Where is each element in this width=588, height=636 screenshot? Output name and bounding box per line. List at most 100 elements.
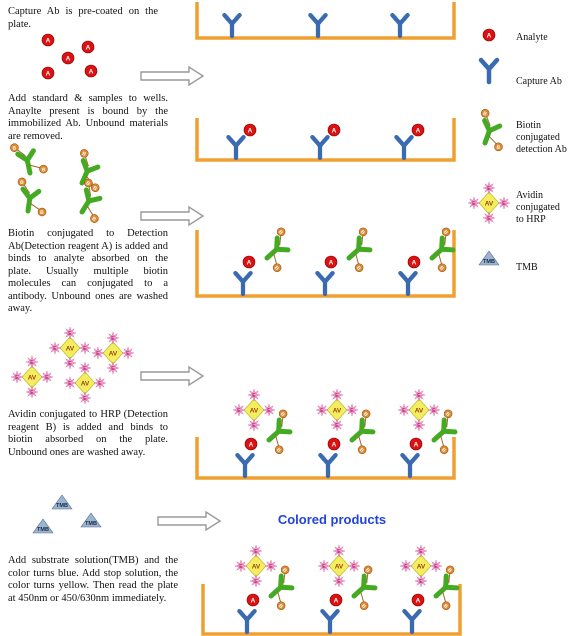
svg-text:TMB: TMB [56, 503, 68, 509]
biotin-icon: B [272, 263, 282, 272]
svg-text:E: E [252, 393, 256, 399]
capture-ab-icon [318, 452, 338, 479]
svg-text:A: A [332, 442, 337, 449]
svg-text:B: B [279, 411, 286, 418]
svg-text:A: A [249, 442, 254, 449]
capture-ab-icon [233, 270, 253, 297]
capture-ab-icon [320, 608, 340, 635]
svg-text:B: B [41, 167, 46, 174]
svg-text:E: E [337, 549, 341, 555]
arrow-step-3 [140, 205, 205, 227]
hrp-icon: E [315, 403, 329, 417]
svg-text:AV: AV [109, 351, 118, 358]
svg-text:E: E [320, 408, 324, 414]
hrp-icon: E [232, 403, 246, 417]
svg-text:B: B [446, 567, 453, 574]
analyte-icon: A [324, 255, 338, 269]
capture-ab-icon [235, 452, 255, 479]
svg-text:B: B [442, 603, 449, 610]
svg-text:E: E [487, 186, 491, 192]
svg-text:E: E [30, 390, 34, 396]
biotin-icon: B [361, 409, 371, 418]
hrp-icon: E [63, 326, 77, 340]
svg-text:E: E [402, 408, 406, 414]
plate-step-5 [201, 584, 462, 636]
hrp-icon: E [482, 181, 496, 195]
svg-text:E: E [30, 360, 34, 366]
biotin-icon: B [445, 565, 455, 574]
svg-text:B: B [91, 216, 98, 223]
hrp-icon: E [412, 388, 426, 402]
legend-detection-ab-label: Biotin [516, 120, 541, 131]
hrp-icon: E [93, 376, 107, 390]
svg-text:E: E [502, 201, 506, 207]
svg-text:A: A [247, 260, 252, 267]
hrp-icon: E [330, 388, 344, 402]
detection-ab-icon: BB [351, 565, 378, 610]
tmb-icon: TMB [32, 518, 54, 534]
capture-ab-icon [402, 608, 422, 635]
detection-ab-icon: BB [349, 409, 376, 454]
hrp-icon: E [249, 574, 263, 588]
biotin-icon: B [90, 183, 100, 192]
hrp-icon: E [399, 559, 413, 573]
hrp-icon: E [347, 559, 361, 573]
svg-text:B: B [277, 229, 284, 236]
hrp-icon: E [10, 370, 24, 384]
analyte-icon: A [327, 123, 341, 137]
hrp-icon: E [262, 403, 276, 417]
biotin-icon: B [354, 263, 364, 272]
svg-text:AV: AV [28, 375, 37, 382]
svg-text:AV: AV [333, 408, 342, 415]
biotin-icon: B [363, 565, 373, 574]
svg-text:E: E [68, 381, 72, 387]
legend-tmb-icon: TMB [478, 250, 500, 266]
biotin-icon: B [441, 601, 451, 610]
svg-text:AV: AV [485, 201, 494, 208]
detection-ab-icon: BB [79, 149, 101, 192]
hrp-icon: E [482, 211, 496, 225]
hrp-icon: E [63, 376, 77, 390]
biotin-icon: B [443, 409, 453, 418]
legend-analyte-icon: A [482, 28, 496, 42]
svg-text:B: B [360, 603, 367, 610]
svg-text:A: A [412, 260, 417, 267]
svg-text:E: E [434, 564, 438, 570]
biotin-icon: B [90, 214, 99, 223]
detection-ab-icon: BB [268, 565, 295, 610]
legend-detection-ab-icon: BB [480, 109, 503, 151]
svg-text:E: E [417, 423, 421, 429]
biotin-icon: B [84, 178, 93, 188]
svg-text:E: E [419, 579, 423, 585]
svg-text:E: E [267, 408, 271, 414]
biotin-icon: B [274, 445, 284, 454]
analyte-icon: A [242, 255, 256, 269]
svg-text:E: E [337, 579, 341, 585]
svg-text:A: A [414, 442, 419, 449]
detection-ab-icon: BB [17, 177, 47, 216]
plate-step-4 [195, 437, 456, 480]
step-2-text: Add standard & samples to wells. Anaylte… [8, 93, 168, 142]
svg-text:AV: AV [335, 564, 344, 571]
detection-ab-icon: BB [10, 143, 48, 176]
hrp-icon: E [91, 346, 105, 360]
plate-step-2 [195, 118, 456, 162]
biotin-icon: B [439, 445, 449, 454]
hrp-icon: E [345, 403, 359, 417]
svg-text:B: B [281, 567, 288, 574]
analyte-icon: A [329, 593, 343, 607]
svg-text:E: E [83, 346, 87, 352]
hrp-icon: E [106, 331, 120, 345]
step-1-text: Capture Ab is pre-coated on the plate. [8, 6, 158, 30]
analyte-icon: A [407, 255, 421, 269]
legend-detection-ab-label: conjugated [516, 132, 560, 143]
analyte-icon: A [41, 66, 55, 80]
svg-text:E: E [126, 351, 130, 357]
svg-text:B: B [495, 144, 501, 151]
